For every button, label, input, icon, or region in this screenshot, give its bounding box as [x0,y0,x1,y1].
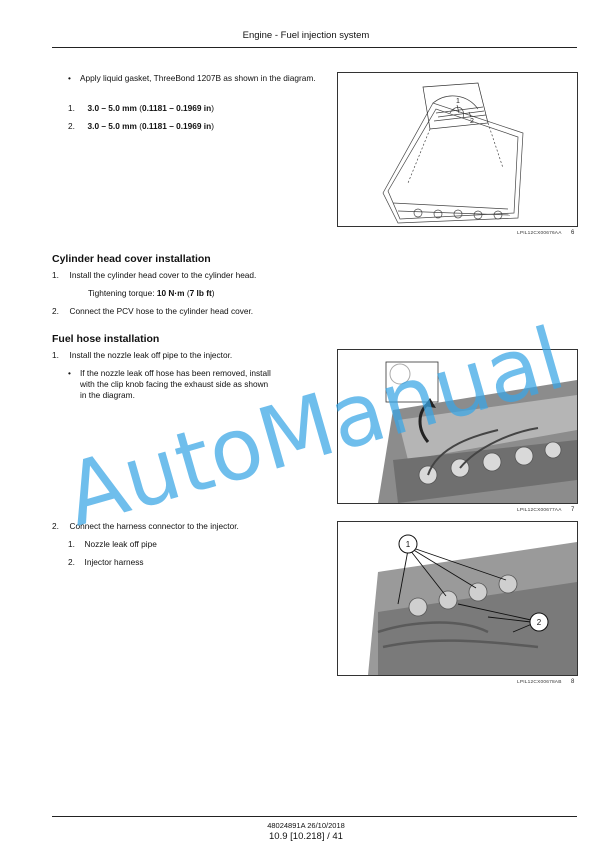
paren-close: ) [211,103,214,113]
injector-photo-illustration: 1 2 [338,522,577,675]
hose-step-2: 2. Connect the harness connector to the … [52,521,239,532]
callout-1: 1 [456,98,460,105]
tightening-torque: Tightening torque: 10 N·m (7 lb ft) [88,288,215,299]
step-number: 2. [52,306,59,316]
figure-6-number: 6 [571,230,575,236]
torque-label: Tightening torque: [88,288,155,298]
measure-in: 0.1181 – 0.1969 in [141,121,212,131]
paren-close: ) [211,288,215,298]
figure-8-number: 8 [571,679,575,685]
callout-1: 1 [406,540,411,549]
callout-2: 2 [537,618,542,627]
subitem-1: 1. Nozzle leak off pipe [68,539,157,550]
item-number: 1. [68,103,75,113]
step-number: 2. [52,521,59,531]
paren-close: ) [211,121,214,131]
item-number: 2. [68,557,75,567]
gasket-instruction: Apply liquid gasket, ThreeBond 1207B as … [80,73,316,83]
measure-item-2: 2. 3.0 – 5.0 mm (0.1181 – 0.1969 in) [68,121,214,132]
note-line: in the diagram. [80,390,135,400]
item-number: 1. [68,539,75,549]
step-text: Connect the harness connector to the inj… [69,521,239,531]
fuel-hose-heading: Fuel hose installation [52,333,160,345]
note-line: If the nozzle leak off hose has been rem… [80,368,271,378]
cover-step-1: 1. Install the cylinder head cover to th… [52,270,256,281]
figure-7-number: 7 [571,507,575,513]
paren-open: ( [184,288,190,298]
item-number: 2. [68,121,75,131]
subitem-2: 2. Injector harness [68,557,144,568]
figure-8-ref: LPIL12CX00678AB [517,680,562,685]
item-text: Injector harness [84,557,144,567]
measure-mm: 3.0 – 5.0 mm [87,103,137,113]
footer-page-number: 10.9 [10.218] / 41 [269,831,343,842]
cylinder-head-cover-drawing: 1 2 [382,82,524,224]
measure-item-1: 1. 3.0 – 5.0 mm (0.1181 – 0.1969 in) [68,103,214,114]
header-divider [52,47,577,48]
figure-7-ref: LPIL12CX00677AA [517,508,562,513]
step-text: Connect the PCV hose to the cylinder hea… [69,306,254,316]
footer-doc-id: 48024891A 26/10/2018 [267,821,345,830]
step-number: 1. [52,350,59,360]
figure-harness-connector-photo: 1 2 [337,521,578,676]
paren-open: ( [136,103,142,113]
item-text: Nozzle leak off pipe [84,539,157,549]
note-line: with the clip knob facing the exhaust si… [80,379,269,389]
step-text: Install the nozzle leak off pipe to the … [69,350,233,360]
cover-step-2: 2. Connect the PCV hose to the cylinder … [52,306,253,317]
paren-open: ( [136,121,142,131]
page-header-title: Engine - Fuel injection system [242,30,370,41]
figure-nozzle-pipe-photo [337,349,578,504]
footer-divider [52,816,577,817]
figure-6-ref: LPIL12CX00676AA [517,231,562,236]
torque-metric: 10 N·m [156,288,185,298]
cylinder-head-cover-heading: Cylinder head cover installation [52,253,211,265]
callout-2: 2 [470,118,474,125]
measure-mm: 3.0 – 5.0 mm [87,121,137,131]
step-text: Install the cylinder head cover to the c… [69,270,257,280]
engine-photo-illustration [338,350,577,503]
figure-gasket-diagram: 1 2 [337,72,578,227]
hose-step-1: 1. Install the nozzle leak off pipe to t… [52,350,232,361]
bullet-mark: • [68,73,71,83]
step-number: 1. [52,270,59,280]
torque-imperial: 7 lb ft [189,288,212,298]
bullet-mark: • [68,368,71,378]
leak-off-hose-note: If the nozzle leak off hose has been rem… [80,368,330,401]
measure-in: 0.1181 – 0.1969 in [141,103,212,113]
